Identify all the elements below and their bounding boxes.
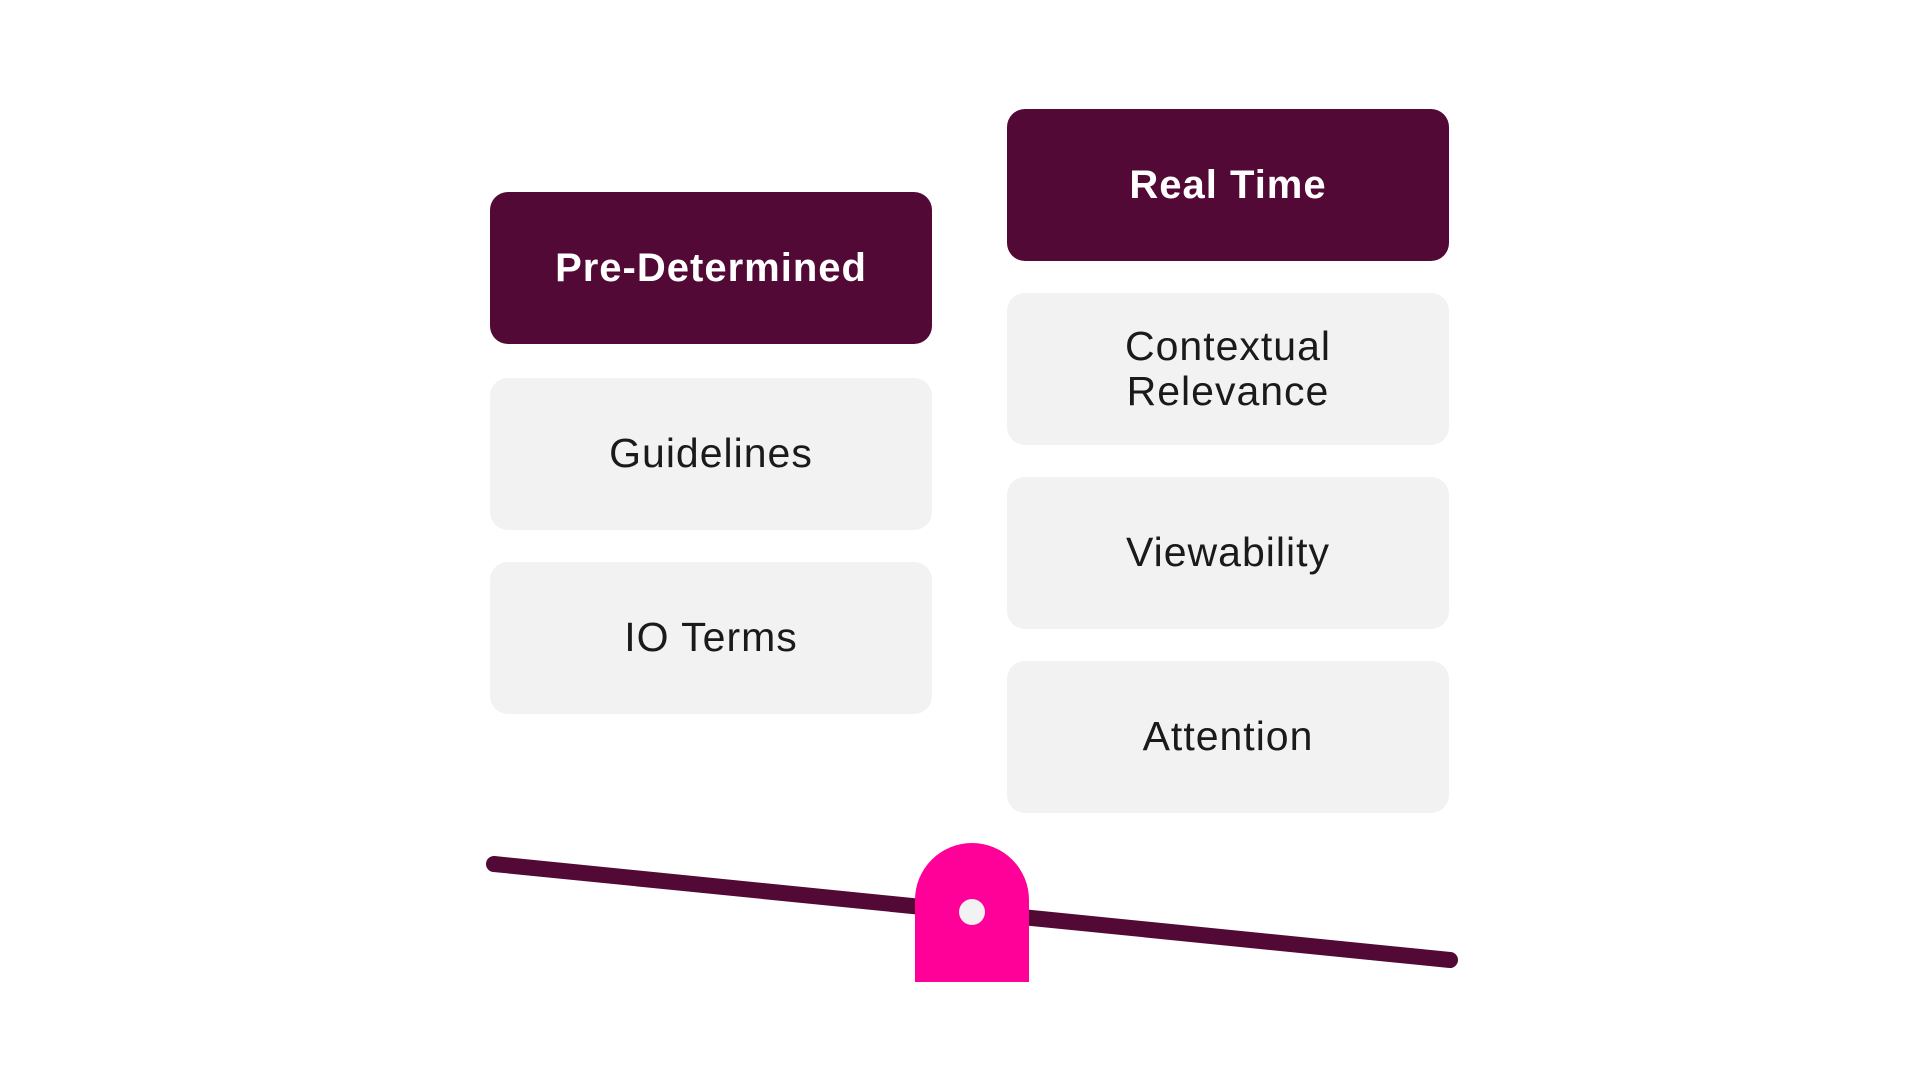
item-label-viewability: Viewability <box>1126 529 1330 576</box>
pivot-point-icon <box>959 899 985 925</box>
item-card-guidelines: Guidelines <box>490 378 932 530</box>
item-card-attention: Attention <box>1007 661 1449 813</box>
item-label-guidelines: Guidelines <box>609 430 813 477</box>
item-card-viewability: Viewability <box>1007 477 1449 629</box>
item-card-contextual-relevance: Contextual Relevance <box>1007 293 1449 445</box>
real-time-header-label: Real Time <box>1129 163 1327 207</box>
item-label-contextual-relevance: Contextual Relevance <box>1124 322 1331 414</box>
pre-determined-header: Pre-Determined <box>490 192 932 344</box>
item-label-io-terms: IO Terms <box>624 614 798 661</box>
real-time-header: Real Time <box>1007 109 1449 261</box>
pre-determined-header-label: Pre-Determined <box>555 246 867 290</box>
item-label-attention: Attention <box>1142 713 1314 760</box>
item-card-io-terms: IO Terms <box>490 562 932 714</box>
